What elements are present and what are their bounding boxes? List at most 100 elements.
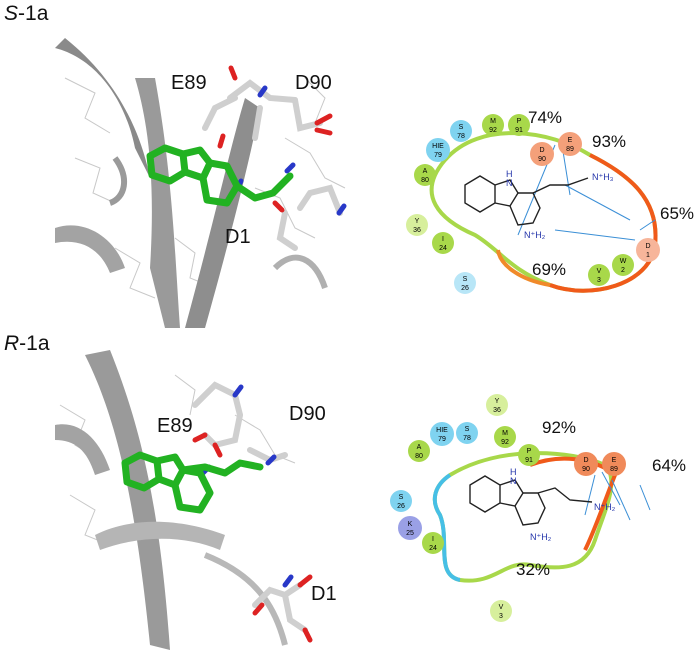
residue-label-d90-s: D90 bbox=[295, 72, 332, 94]
atom-nh3-s: N⁺H₃ bbox=[592, 172, 614, 182]
svg-text:M: M bbox=[490, 118, 496, 125]
residue-bubble-y36-s: Y 36 bbox=[404, 212, 430, 243]
residue-bubble-d1-s: D 1 bbox=[634, 236, 662, 269]
svg-text:W: W bbox=[620, 258, 627, 265]
pct-92: 92% bbox=[542, 418, 577, 437]
svg-text:K: K bbox=[408, 521, 413, 528]
svg-text:S: S bbox=[399, 494, 404, 501]
svg-text:24: 24 bbox=[429, 545, 437, 552]
protein-3d-view-s: E89 D90 D1 bbox=[55, 38, 355, 328]
svg-text:80: 80 bbox=[421, 177, 429, 184]
svg-text:89: 89 bbox=[566, 146, 574, 153]
pct-69: 69% bbox=[532, 260, 567, 279]
residue-label-e89-r: E89 bbox=[157, 415, 193, 437]
svg-text:2: 2 bbox=[621, 267, 625, 274]
panel-label-r: R-1a bbox=[4, 332, 50, 355]
svg-text:A: A bbox=[423, 168, 428, 175]
pct-93: 93% bbox=[592, 132, 627, 151]
residue-bubble-e89-r: E 89 bbox=[600, 450, 628, 483]
pct-65: 65% bbox=[660, 204, 695, 223]
residue-bubble-m92-r: M 92 bbox=[492, 424, 518, 455]
residue-bubble-s78-s: S 78 bbox=[448, 118, 474, 149]
svg-text:91: 91 bbox=[525, 457, 533, 464]
residue-label-d90-r: D90 bbox=[289, 403, 326, 425]
svg-text:25: 25 bbox=[406, 530, 414, 537]
protein-3d-view-r: E89 D90 D1 bbox=[55, 345, 355, 650]
svg-text:V: V bbox=[597, 268, 602, 275]
svg-text:P: P bbox=[517, 118, 522, 125]
svg-text:36: 36 bbox=[493, 407, 501, 414]
residue-bubble-s78-r: S 78 bbox=[454, 420, 480, 451]
svg-text:26: 26 bbox=[461, 285, 469, 292]
interaction-map-svg-s: H N N⁺H₃ N⁺H₂ bbox=[429, 131, 658, 293]
svg-text:HIE: HIE bbox=[432, 143, 444, 150]
svg-text:79: 79 bbox=[438, 436, 446, 443]
residue-bubble-hie79-s: HIE 79 bbox=[424, 136, 452, 169]
residue-bubble-y36-r: Y 36 bbox=[484, 392, 510, 423]
residue-bubble-hie79-r: HIE 79 bbox=[428, 420, 456, 453]
svg-text:E: E bbox=[568, 137, 573, 144]
atom-n-r: N bbox=[510, 476, 517, 486]
svg-text:36: 36 bbox=[413, 227, 421, 234]
residue-bubble-e89-s: E 89 bbox=[556, 130, 584, 163]
svg-text:Y: Y bbox=[495, 398, 500, 405]
atom-n-s: N bbox=[506, 178, 513, 188]
pct-32: 32% bbox=[516, 560, 551, 579]
svg-text:I: I bbox=[432, 536, 434, 543]
svg-text:3: 3 bbox=[597, 277, 601, 284]
residue-bubble-p91-s: P 91 bbox=[506, 112, 532, 143]
atom-h-s: H bbox=[506, 169, 513, 179]
svg-text:89: 89 bbox=[610, 466, 618, 473]
residue-bubble-d90-s: D 90 bbox=[528, 140, 556, 173]
svg-text:S: S bbox=[463, 276, 468, 283]
panel-label-s: S-1a bbox=[4, 2, 49, 25]
interaction-map-s: H N N⁺H₃ N⁺H₂ HIE 79 S 78 M 92 P 91 D 90… bbox=[400, 100, 699, 310]
svg-text:D: D bbox=[645, 243, 650, 250]
svg-text:79: 79 bbox=[434, 152, 442, 159]
svg-text:I: I bbox=[442, 236, 444, 243]
residue-bubble-i24-r: I 24 bbox=[420, 530, 446, 561]
residue-bubble-v3-r: V 3 bbox=[488, 598, 514, 629]
protein-3d-render-s bbox=[55, 38, 347, 328]
residue-label-e89-s: E89 bbox=[171, 72, 207, 94]
residue-bubble-a80-s: A 80 bbox=[412, 162, 438, 193]
residue-bubble-s26-r: S 26 bbox=[388, 488, 414, 519]
svg-text:78: 78 bbox=[463, 435, 471, 442]
atom-nh2-amine-r: N⁺H₂ bbox=[594, 502, 616, 512]
residue-bubble-k25-r: K 25 bbox=[396, 514, 424, 547]
residue-bubble-d90-r: D 90 bbox=[572, 450, 600, 483]
svg-text:92: 92 bbox=[501, 439, 509, 446]
svg-text:S: S bbox=[465, 426, 470, 433]
svg-text:D: D bbox=[583, 457, 588, 464]
svg-text:M: M bbox=[502, 430, 508, 437]
pct-74: 74% bbox=[528, 108, 563, 127]
svg-text:Y: Y bbox=[415, 218, 420, 225]
svg-text:92: 92 bbox=[489, 127, 497, 134]
residue-bubble-v3-s: V 3 bbox=[586, 262, 612, 293]
svg-text:1: 1 bbox=[646, 252, 650, 259]
svg-text:S: S bbox=[459, 124, 464, 131]
atom-nh2-s: N⁺H₂ bbox=[524, 230, 546, 240]
svg-text:90: 90 bbox=[582, 466, 590, 473]
atom-h-r: H bbox=[510, 467, 517, 477]
interaction-map-r: H N N⁺H₂ N⁺H₂ Y 36 HIE 79 S 78 M 92 A 80… bbox=[380, 394, 699, 630]
residue-bubble-p91-r: P 91 bbox=[516, 442, 542, 473]
svg-text:91: 91 bbox=[515, 127, 523, 134]
residue-bubble-s26-s: S 26 bbox=[452, 270, 478, 301]
svg-text:24: 24 bbox=[439, 245, 447, 252]
residue-label-d1-s: D1 bbox=[225, 226, 251, 248]
protein-3d-render-r bbox=[55, 350, 313, 650]
svg-text:3: 3 bbox=[499, 613, 503, 620]
residue-bubble-a80-r: A 80 bbox=[406, 438, 432, 469]
svg-text:80: 80 bbox=[415, 453, 423, 460]
svg-text:HIE: HIE bbox=[436, 427, 448, 434]
svg-text:90: 90 bbox=[538, 156, 546, 163]
svg-text:78: 78 bbox=[457, 133, 465, 140]
svg-text:26: 26 bbox=[397, 503, 405, 510]
residue-bubble-i24-s: I 24 bbox=[430, 230, 456, 261]
svg-text:P: P bbox=[527, 448, 532, 455]
svg-text:E: E bbox=[612, 457, 617, 464]
residue-bubble-m92-s: M 92 bbox=[480, 112, 506, 143]
atom-nh2-ring-r: N⁺H₂ bbox=[530, 532, 552, 542]
svg-text:D: D bbox=[539, 147, 544, 154]
